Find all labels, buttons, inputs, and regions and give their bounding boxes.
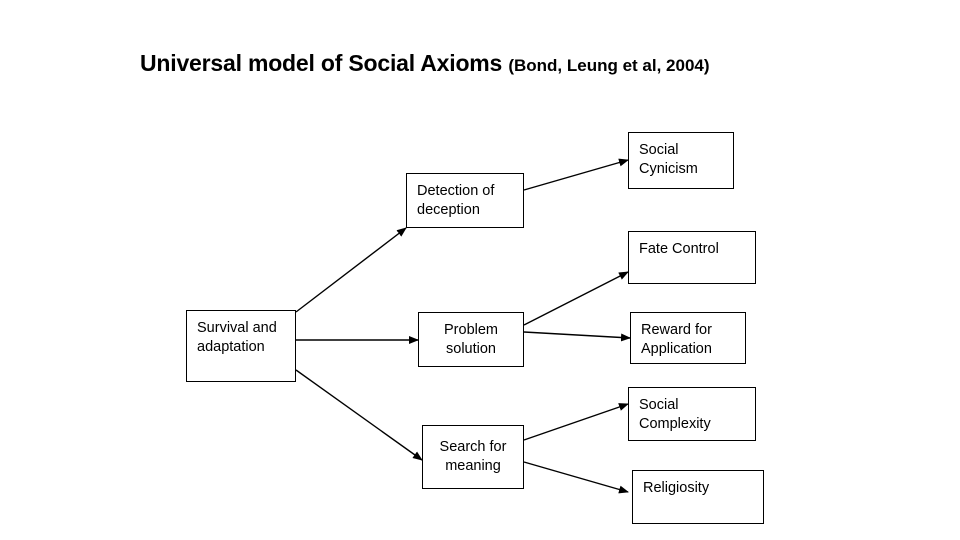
title-citation: (Bond, Leung et al, 2004) (508, 56, 710, 75)
node-label: Search for meaning (439, 439, 507, 474)
node-label: Survival and adaptation (197, 320, 277, 355)
node-label: Reward for Application (641, 322, 712, 357)
title-main: Universal model of Social Axioms (140, 50, 509, 76)
edge-problem-reward (523, 331, 631, 342)
node-search-for-meaning[interactable]: Search for meaning (422, 425, 524, 489)
node-survival-and-adaptation[interactable]: Survival and adaptation (186, 310, 296, 382)
node-label: Detection of deception (417, 183, 495, 218)
edge-search-religiosity (523, 461, 629, 494)
edge-survival-search (295, 369, 423, 461)
node-fate-control[interactable]: Fate Control (628, 231, 756, 284)
node-religiosity[interactable]: Religiosity (632, 470, 764, 524)
node-label: Problem solution (444, 321, 498, 357)
node-label: Religiosity (643, 480, 710, 496)
node-label: Social Cynicism (639, 142, 698, 177)
node-reward-for-application[interactable]: Reward for Application (630, 312, 746, 364)
node-label: Social Complexity (639, 397, 711, 432)
node-detection-of-deception[interactable]: Detection of deception (406, 173, 524, 228)
edge-detection-cynicism (523, 158, 629, 191)
edge-problem-fate (523, 271, 629, 326)
node-social-complexity[interactable]: Social Complexity (628, 387, 756, 441)
node-label: Fate Control (639, 241, 719, 257)
edge-search-complexity (523, 403, 629, 441)
page-title: Universal model of Social Axioms (Bond, … (140, 50, 840, 77)
node-problem-solution[interactable]: Problem solution (418, 312, 524, 367)
edge-survival-detection (295, 227, 407, 313)
node-social-cynicism[interactable]: Social Cynicism (628, 132, 734, 189)
